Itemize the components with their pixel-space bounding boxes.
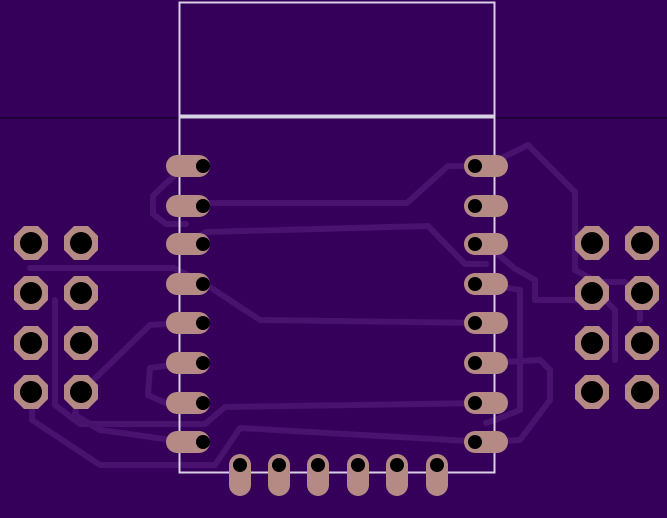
pad-drill-hole <box>70 381 92 403</box>
pad-drill-hole <box>20 381 42 403</box>
pad-drill-hole <box>196 396 210 410</box>
pad-drill-hole <box>70 232 92 254</box>
pad-drill-hole <box>631 381 653 403</box>
module-antenna-outline <box>178 1 496 117</box>
pad-drill-hole <box>196 277 210 291</box>
pad-layer <box>14 155 659 496</box>
pad-drill-hole <box>631 282 653 304</box>
pad-drill-hole <box>390 458 404 472</box>
pad-drill-hole <box>20 232 42 254</box>
pad-drill-hole <box>70 332 92 354</box>
pad-drill-hole <box>468 316 482 330</box>
pad-drill-hole <box>196 237 210 251</box>
pad-drill-hole <box>631 332 653 354</box>
pad-drill-hole <box>196 159 210 173</box>
pad-drill-hole <box>20 282 42 304</box>
pad-drill-hole <box>196 356 210 370</box>
pad-drill-hole <box>468 396 482 410</box>
pad-drill-hole <box>430 458 444 472</box>
pad-drill-hole <box>468 356 482 370</box>
pad-drill-hole <box>581 381 603 403</box>
copper-trace <box>52 297 489 427</box>
pad-drill-hole <box>196 199 210 213</box>
copper-trace <box>150 163 189 227</box>
copper-trace <box>483 357 553 445</box>
copper-trace <box>483 241 618 363</box>
pad-drill-hole <box>631 232 653 254</box>
pad-drill-hole <box>468 159 482 173</box>
pad-drill-hole <box>468 277 482 291</box>
pad-drill-hole <box>468 199 482 213</box>
pad-drill-hole <box>311 458 325 472</box>
copper-trace <box>483 281 523 426</box>
pad-drill-hole <box>272 458 286 472</box>
pad-drill-hole <box>468 237 482 251</box>
pad-drill-hole <box>233 458 247 472</box>
pad-drill-hole <box>581 332 603 354</box>
pad-drill-hole <box>70 282 92 304</box>
pad-drill-hole <box>581 232 603 254</box>
pad-drill-hole <box>581 282 603 304</box>
copper-trace <box>29 407 489 468</box>
pad-drill-hole <box>196 316 210 330</box>
pad-drill-hole <box>20 332 42 354</box>
pad-drill-hole <box>351 458 365 472</box>
pad-drill-hole <box>468 435 482 449</box>
pad-drill-hole <box>196 435 210 449</box>
